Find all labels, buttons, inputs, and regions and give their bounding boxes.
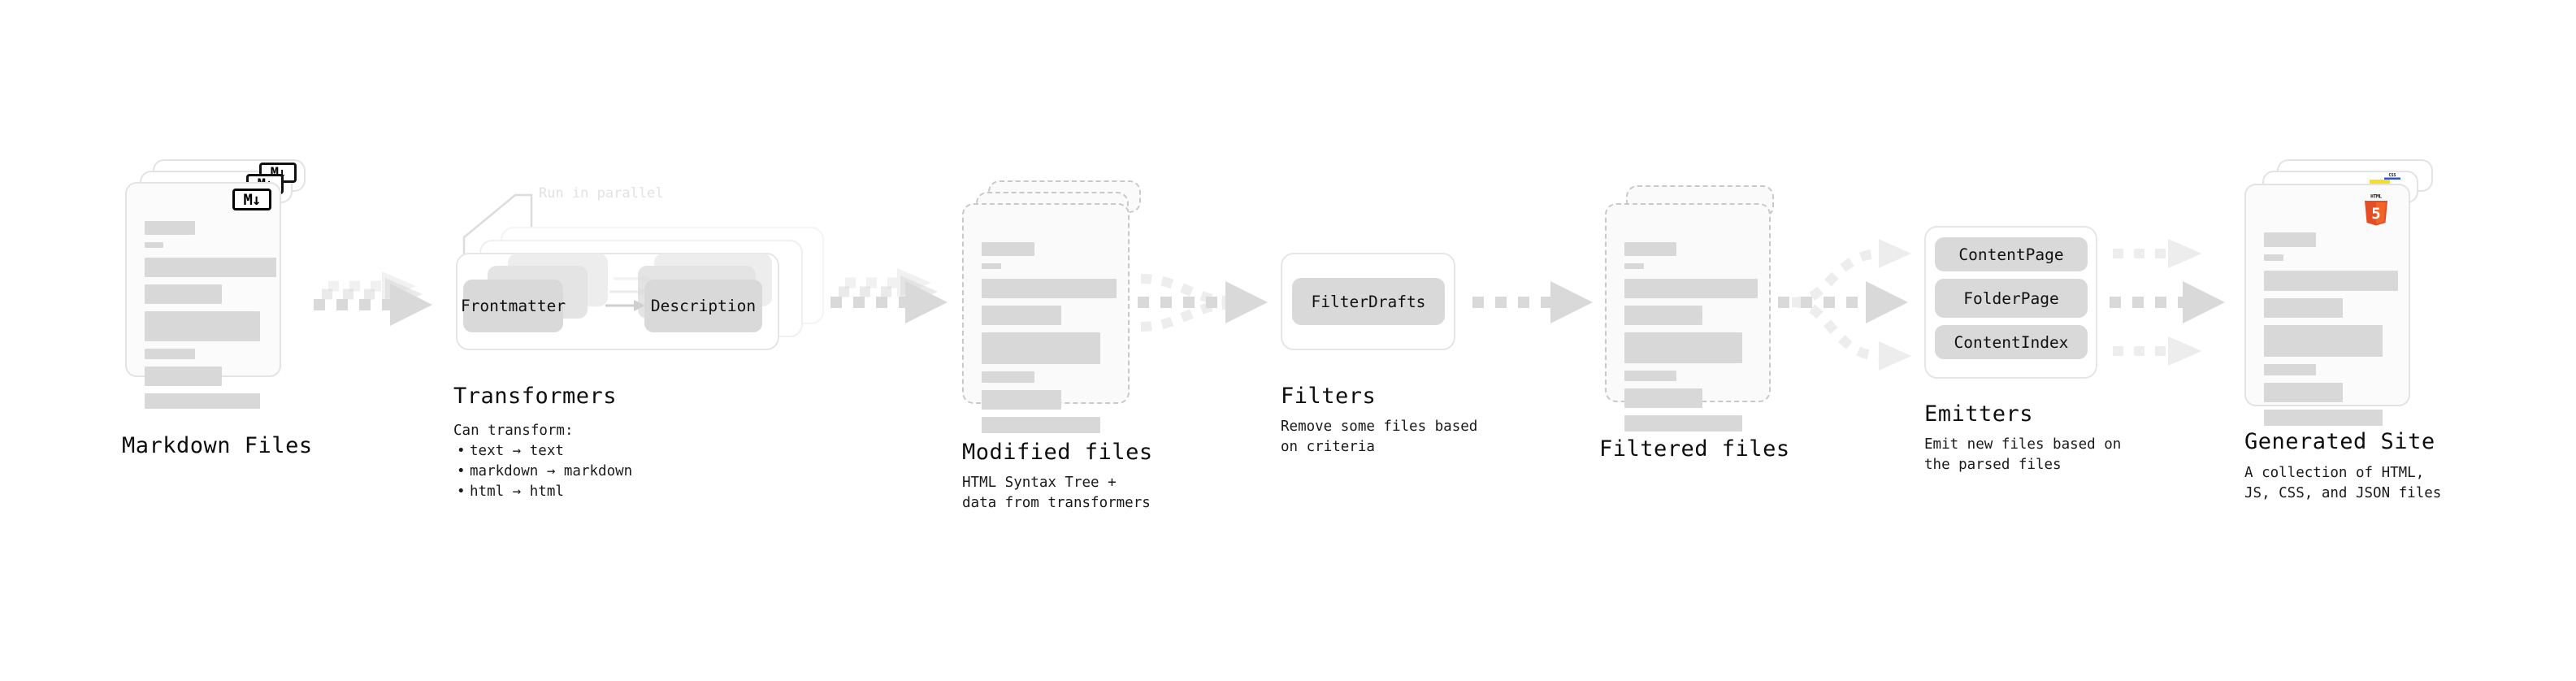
transformers-capability-item: html → html — [457, 482, 722, 502]
emitters-heading: Emitters — [1924, 401, 2034, 427]
modified-files-sub: HTML Syntax Tree + data from transformer… — [962, 475, 1151, 511]
html5-icon: HTML 5 — [2361, 192, 2391, 226]
doc-bar — [2264, 383, 2343, 402]
doc-bar — [1624, 242, 1676, 256]
doc-bar — [145, 258, 276, 277]
doc-bar — [982, 417, 1100, 433]
doc-bar — [982, 263, 1001, 269]
doc-bar — [145, 393, 260, 409]
doc-bar — [982, 242, 1034, 256]
doc-bar — [982, 371, 1034, 383]
transformers-capability-list: text → text markdown → markdown html → h… — [453, 441, 722, 502]
doc-bar — [1624, 371, 1676, 381]
transformer-pill-frontmatter[interactable]: Frontmatter — [461, 280, 566, 332]
markdown-files-card: M↓ M↓ M↓ — [122, 159, 309, 419]
doc-bar — [2264, 232, 2316, 247]
arrow-modified-to-filters — [1138, 274, 1268, 332]
doc-bar — [982, 279, 1117, 298]
transformers-capability-item: markdown → markdown — [457, 462, 722, 482]
arrow-emitters-to-site — [2110, 239, 2225, 366]
modified-files-heading: Modified files — [962, 440, 1153, 465]
arrow-filters-to-filtered — [1472, 281, 1593, 323]
markdown-files-heading: Markdown Files — [122, 433, 313, 458]
filter-pill-filterdrafts[interactable]: FilterDrafts — [1292, 278, 1445, 325]
generated-site-sub: A collection of HTML, JS, CSS, and JSON … — [2244, 465, 2442, 501]
doc-content-bars — [2264, 232, 2398, 433]
svg-text:CSS: CSS — [2388, 173, 2396, 178]
doc-sheet-front — [125, 182, 281, 409]
doc-bar — [982, 390, 1061, 410]
doc-content-bars — [145, 221, 276, 416]
transformers-sub-intro: Can transform: — [453, 423, 574, 439]
doc-bar — [982, 332, 1100, 364]
doc-content-bars — [982, 242, 1117, 440]
filters-sub: Remove some files based on criteria — [1281, 419, 1478, 455]
arrow-filtered-to-emitters — [1778, 239, 1911, 371]
doc-bar — [1624, 263, 1644, 269]
transformer-pill-description[interactable]: Description — [644, 280, 762, 332]
filters-heading: Filters — [1281, 384, 1377, 409]
doc-bar — [2264, 364, 2316, 375]
doc-bar — [2264, 298, 2343, 318]
doc-bar — [2264, 325, 2383, 357]
generated-site-card: CSS HTML 5 — [2243, 159, 2454, 427]
doc-content-bars — [1624, 242, 1758, 439]
modified-files-card — [959, 180, 1146, 440]
generated-site-heading: Generated Site — [2244, 429, 2435, 454]
doc-bar — [145, 242, 163, 248]
doc-bar — [145, 284, 222, 304]
emitter-pill-contentindex[interactable]: ContentIndex — [1935, 325, 2088, 359]
transformers-sub: Can transform: text → text markdown → ma… — [453, 421, 722, 502]
emitters-sub: Emit new files based on the parsed files — [1924, 436, 2122, 473]
doc-bar — [1624, 415, 1742, 432]
doc-bar — [145, 367, 222, 386]
doc-bar — [145, 221, 195, 235]
transformers-heading: Transformers — [453, 384, 618, 409]
doc-bar — [1624, 332, 1742, 363]
doc-bar — [2264, 410, 2383, 426]
filtered-files-heading: Filtered files — [1599, 436, 1790, 462]
doc-bar — [145, 349, 195, 359]
svg-text:5: 5 — [2371, 205, 2380, 223]
doc-sheet-front — [962, 203, 1130, 433]
svg-text:HTML: HTML — [2370, 194, 2382, 200]
emitter-pill-contentpage[interactable]: ContentPage — [1935, 237, 2088, 271]
doc-sheet-front — [1605, 203, 1771, 432]
emitter-pill-folderpage[interactable]: FolderPage — [1935, 279, 2088, 318]
doc-bar — [1624, 279, 1758, 298]
doc-bar — [2264, 271, 2398, 291]
arrow-markdown-to-transformers — [314, 271, 432, 326]
css3-icon: CSS — [2383, 168, 2401, 180]
doc-bar — [145, 311, 260, 341]
run-in-parallel-label: Run in parallel — [539, 185, 664, 202]
transformers-capability-item: text → text — [457, 441, 722, 462]
markdown-icon: M↓ — [232, 189, 271, 210]
filtered-files-card — [1597, 185, 1784, 445]
doc-bar — [2264, 254, 2283, 261]
doc-bar — [982, 306, 1061, 325]
doc-bar — [1624, 306, 1702, 325]
arrow-transformers-to-modified — [830, 268, 948, 323]
doc-bar — [1624, 388, 1702, 408]
